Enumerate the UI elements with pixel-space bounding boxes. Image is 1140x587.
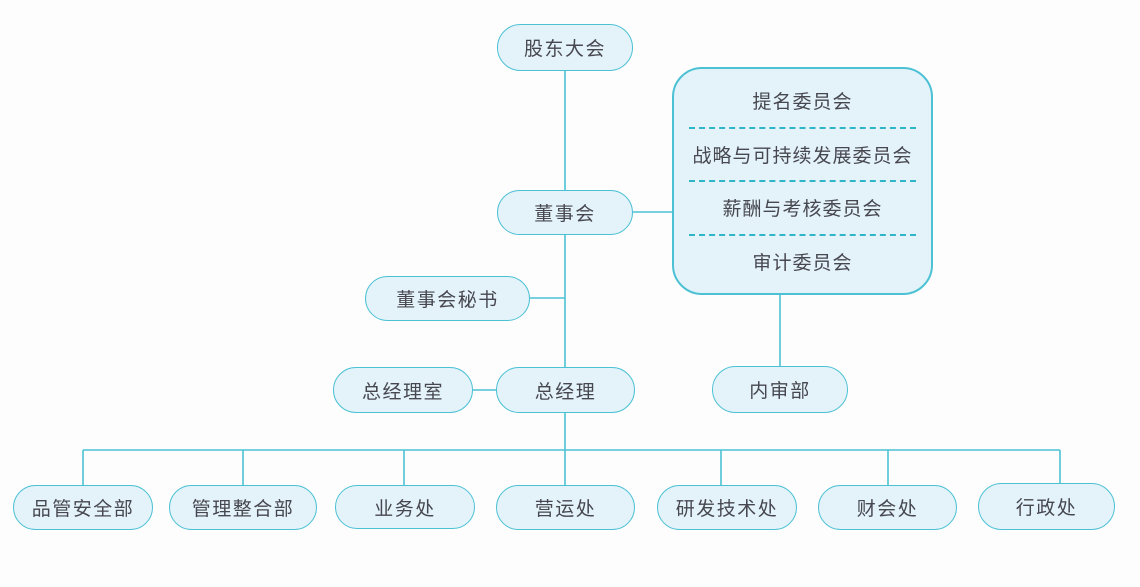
dashed-divider: [689, 180, 916, 182]
node-label: 研发技术处: [675, 499, 779, 520]
node-label: 股东大会: [523, 39, 606, 60]
node-board-secretary: 董事会秘书: [365, 276, 530, 321]
node-board-of-directors: 董事会: [497, 190, 633, 235]
dashed-divider: [689, 126, 916, 129]
node-management-integration-dept: 管理整合部: [169, 485, 317, 530]
node-label: 行政处: [1015, 498, 1078, 519]
node-label: 董事会秘书: [396, 290, 499, 311]
node-gm-office: 总经理室: [333, 367, 473, 413]
node-label: 业务处: [374, 498, 436, 520]
committee-label: 提名委员会: [752, 92, 853, 114]
node-label: 内审部: [749, 381, 811, 402]
node-business-office: 业务处: [335, 485, 475, 529]
committee-label: 审计委员会: [752, 252, 853, 274]
dashed-divider: [689, 233, 916, 236]
committee-item-strategy-sustainability: 战略与可持续发展委员会: [674, 132, 931, 176]
node-label: 管理整合部: [191, 499, 295, 520]
committee-panel: 提名委员会 战略与可持续发展委员会 薪酬与考核委员会 审计委员会: [672, 67, 933, 295]
node-operations-office: 营运处: [496, 485, 635, 530]
node-general-manager: 总经理: [496, 367, 635, 413]
committee-item-nomination: 提名委员会: [674, 79, 931, 123]
node-finance-accounting-office: 财会处: [818, 485, 957, 530]
committee-item-audit: 审计委员会: [674, 239, 931, 283]
node-label: 品管安全部: [31, 499, 135, 520]
node-rd-technology-office: 研发技术处: [657, 485, 797, 530]
node-label: 董事会: [534, 204, 596, 225]
node-shareholders-meeting: 股东大会: [497, 24, 633, 71]
node-label: 财会处: [856, 499, 919, 520]
node-label: 总经理室: [361, 381, 444, 403]
committee-label: 薪酬与考核委员会: [722, 199, 883, 221]
node-quality-safety-dept: 品管安全部: [13, 485, 153, 530]
node-internal-audit-dept: 内审部: [712, 366, 848, 413]
committee-label: 战略与可持续发展委员会: [692, 145, 913, 167]
node-label: 营运处: [534, 499, 597, 520]
node-administration-office: 行政处: [978, 483, 1115, 530]
node-label: 总经理: [534, 381, 597, 403]
committee-item-remuneration-assessment: 薪酬与考核委员会: [674, 186, 931, 230]
